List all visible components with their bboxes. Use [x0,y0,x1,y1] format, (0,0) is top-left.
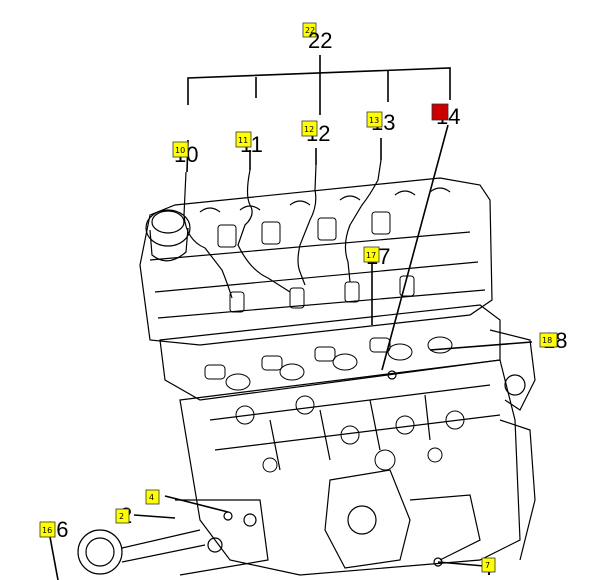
callout-tag-4: 4 [145,489,160,505]
callout-tag-17: 17 [363,246,380,263]
callout-tag-13: 13 [366,111,383,128]
callout-4: 4 [145,489,160,505]
callout-tag-text: 11 [238,136,248,145]
callout-tag-text: 17 [366,251,376,260]
callout-tag-11: 11 [235,131,252,148]
callout-tag-16: 16 [39,521,56,538]
callout-10: 10 10 [172,141,198,167]
callout-11: 11 11 [235,131,263,157]
callout-12: 12 12 [301,120,330,146]
callout-tag-text: 4 [149,493,154,502]
callout-tag-7: 7 [481,557,496,573]
callout-tag-2: 2 [115,508,130,524]
callout-tag-12: 12 [301,120,318,137]
callout-2: 2 2 [115,503,132,528]
callout-17: 17 17 [363,244,390,269]
callout-marker-14 [431,103,449,121]
callout-22: 22 22 [302,22,332,53]
callout-number: 22 [308,28,332,53]
callout-tag-text: 2 [119,512,124,521]
callout-tag-text: 13 [369,116,379,125]
callout-18: 18 18 [539,328,567,353]
callout-13: 13 13 [366,110,395,135]
callout-tag-text: 12 [304,125,314,134]
callout-14: 14 [431,103,460,129]
callout-tag-text: 18 [542,336,552,345]
engine-artwork [77,159,536,576]
callout-16: 16 16 [39,517,68,542]
leader-lines [49,55,533,580]
callout-tag-text: 16 [42,526,52,535]
callout-tag-text: 22 [305,26,315,35]
callout-tag-text: 10 [175,146,185,155]
callout-tag-10: 10 [172,141,189,158]
callout-7: 7 7 [481,555,496,580]
callout-tag-22: 22 [302,22,317,38]
callout-tag-text: 7 [485,561,490,570]
callout-tag-18: 18 [539,332,558,348]
